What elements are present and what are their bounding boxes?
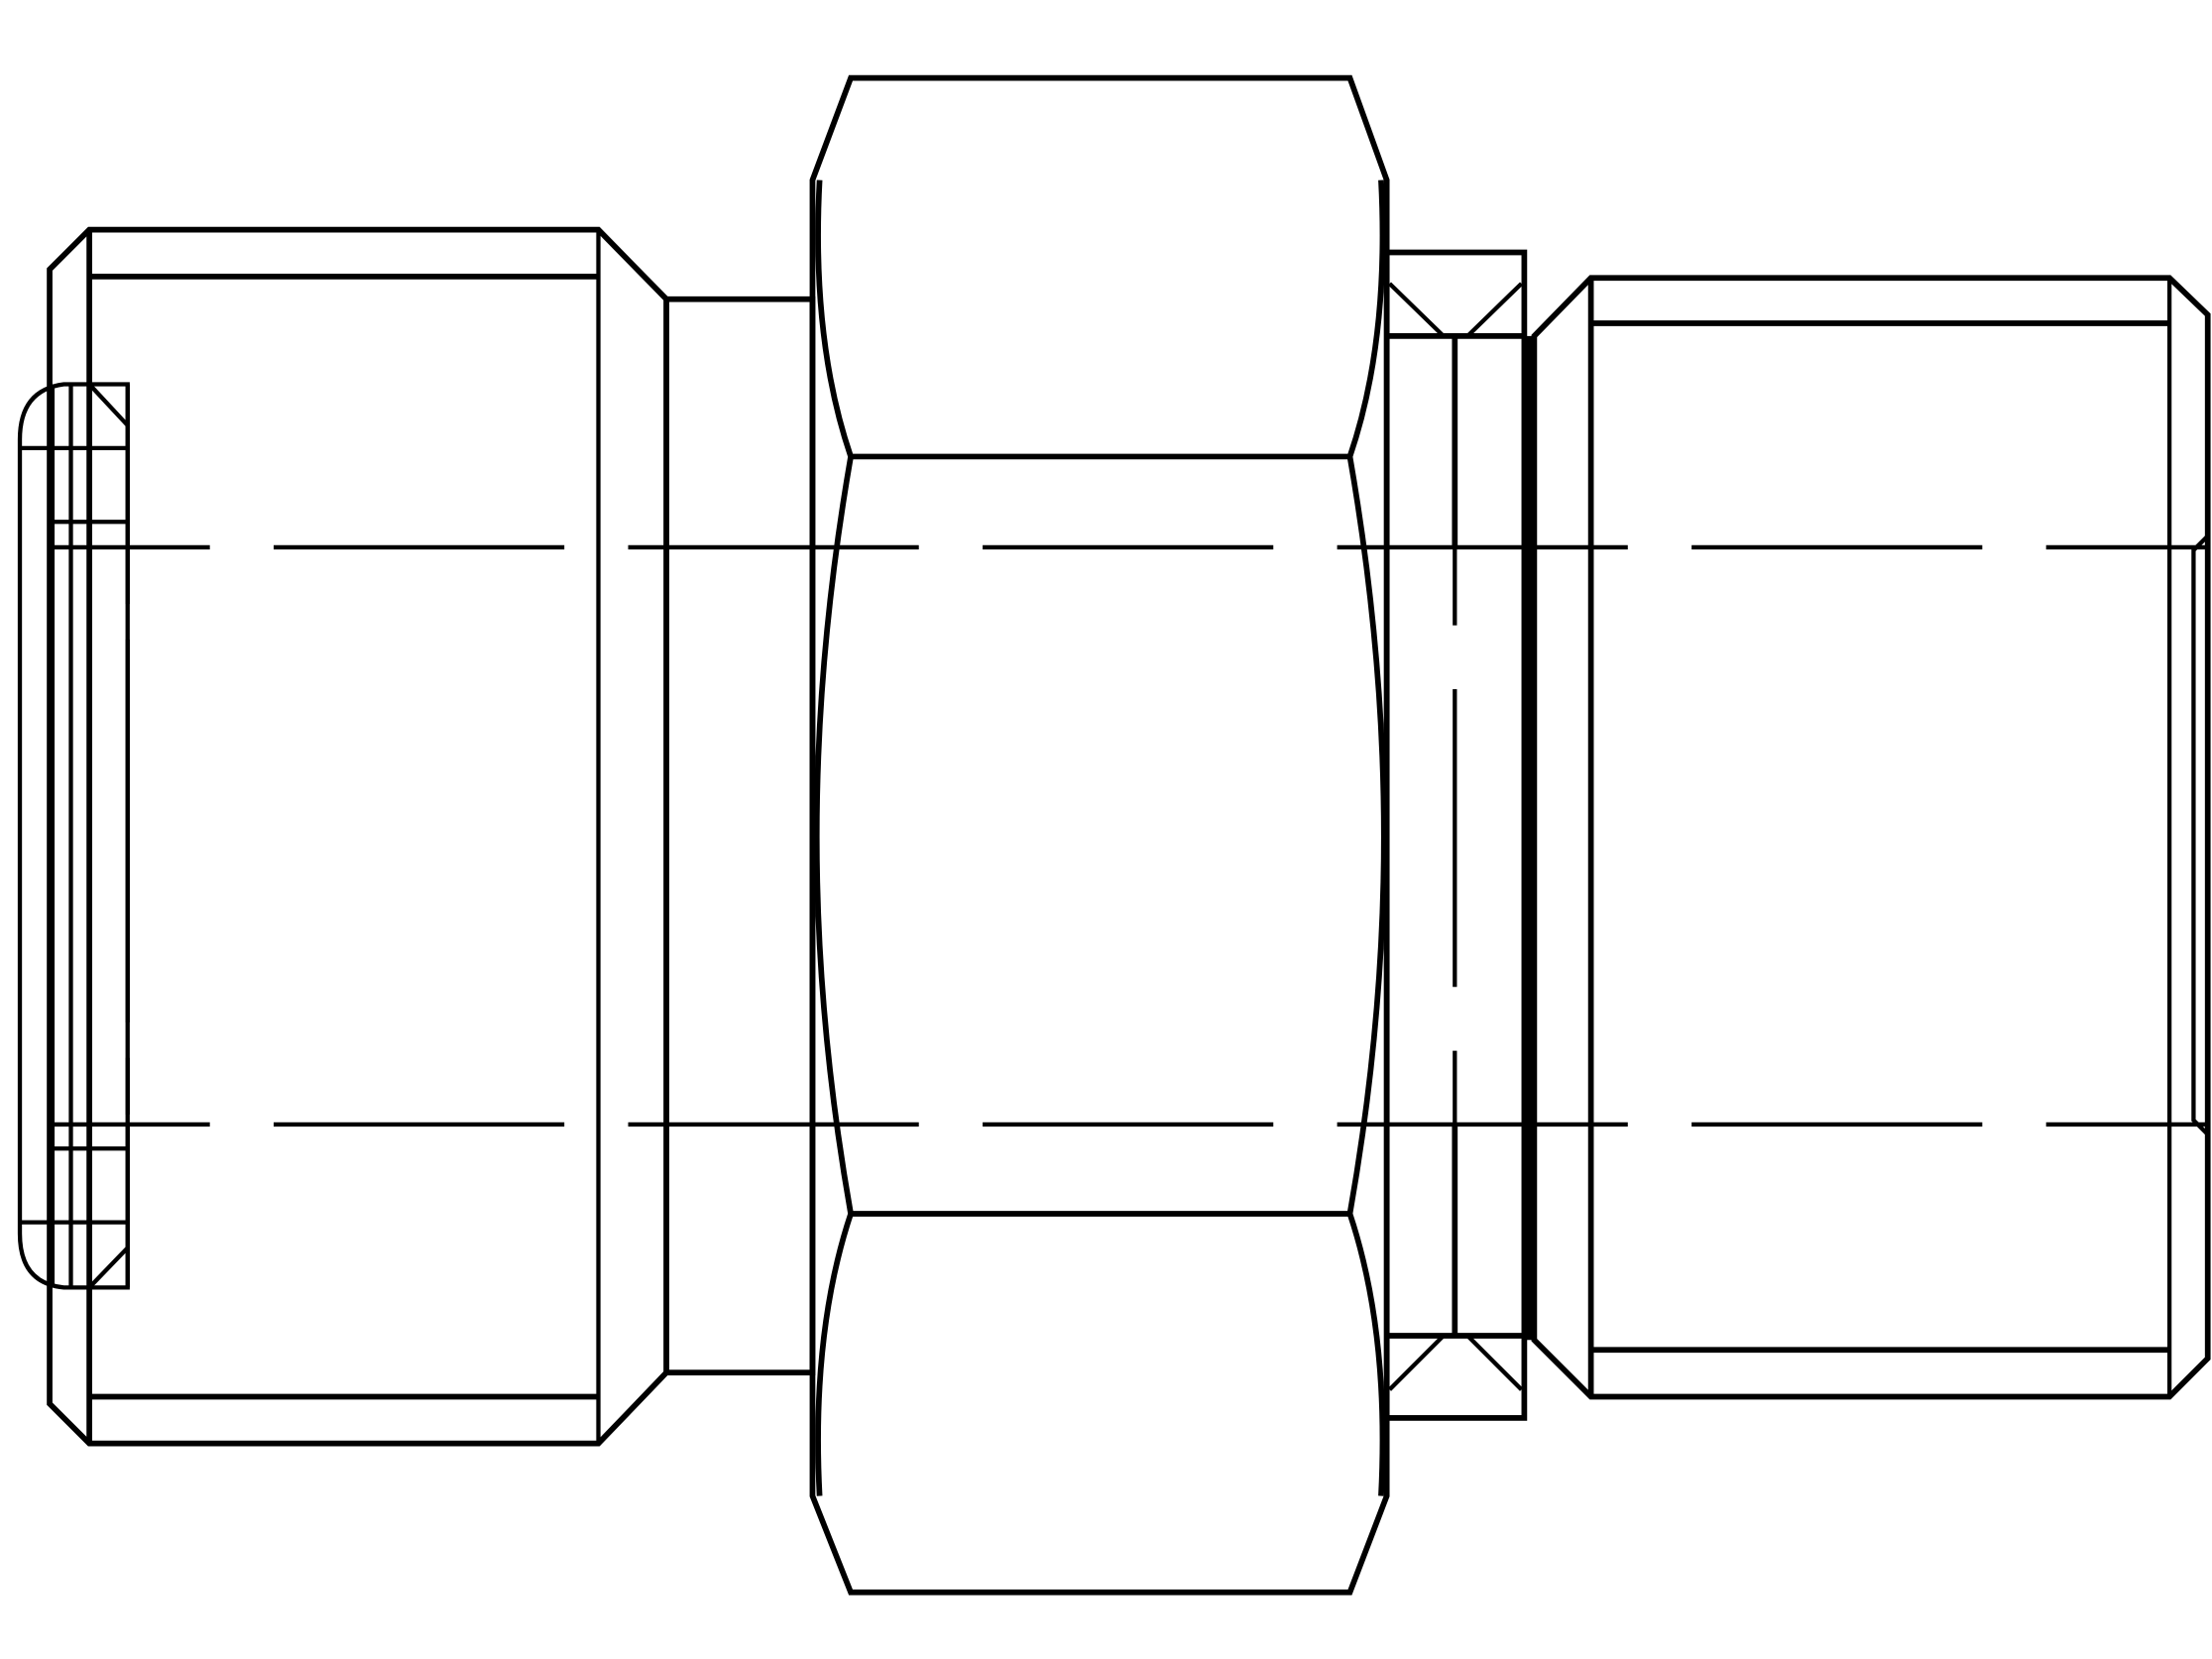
right-threaded-body xyxy=(1531,275,2211,1400)
left-end-seal xyxy=(17,382,130,1290)
collar xyxy=(1383,249,1535,1421)
hex-nut xyxy=(809,74,1390,1596)
centerlines xyxy=(50,544,2208,1127)
